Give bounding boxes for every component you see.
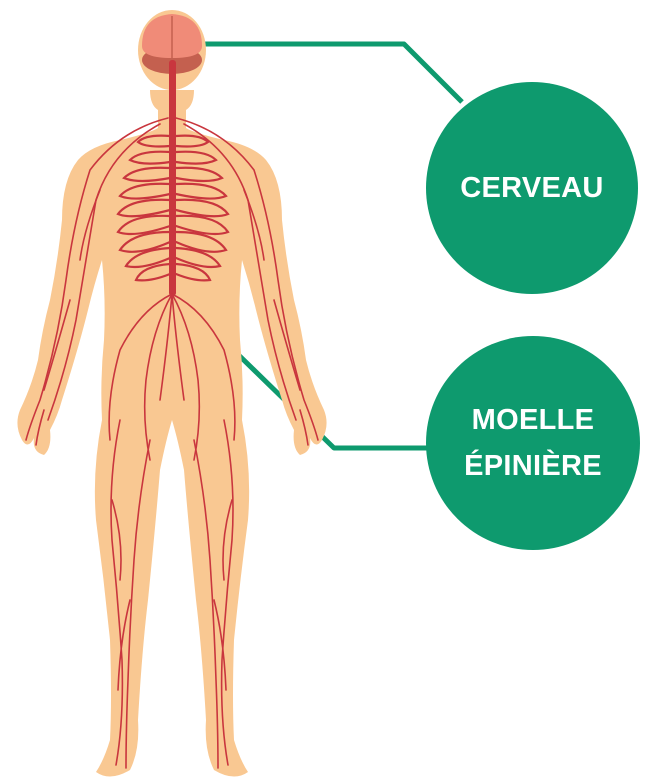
brain-connector-line [205, 44, 462, 102]
human-body-figure [17, 10, 326, 777]
spinal-cord-label-circle: MOELLE ÉPINIÈRE [426, 336, 640, 550]
brain-label-circle: CERVEAU [426, 82, 638, 294]
spinal-cord-label-line1: MOELLE [464, 397, 602, 443]
spinal-cord-label: MOELLE ÉPINIÈRE [464, 397, 602, 490]
brain-label: CERVEAU [460, 165, 603, 211]
spinal-cord-label-line2: ÉPINIÈRE [464, 443, 602, 489]
